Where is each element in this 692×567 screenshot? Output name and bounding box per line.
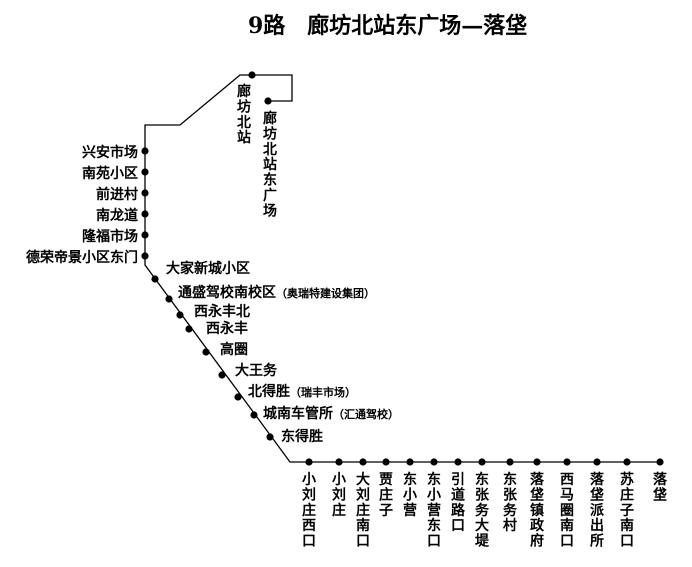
stop-marker-s19 xyxy=(335,458,343,466)
stop-marker-s12 xyxy=(185,325,193,333)
stop-note: （瑞丰市场） xyxy=(290,385,356,399)
stop-note: （奥瑞特建设集团） xyxy=(276,286,375,300)
stop-label-s20: 大刘庄南口 xyxy=(356,471,370,550)
stop-label-s28: 西马圈南口 xyxy=(560,472,574,550)
stop-label-s17: 东得胜 xyxy=(281,428,323,445)
stop-name: 大王务 xyxy=(235,362,278,379)
stop-note: （汇通驾校） xyxy=(333,407,399,421)
stop-marker-s14 xyxy=(218,371,226,379)
stop-label-s16: 城南车管所（汇通驾校） xyxy=(263,405,399,422)
stop-label-s8: 德荣帝景小区东门 xyxy=(26,249,138,266)
stop-label-s15: 北得胜（瑞丰市场） xyxy=(248,383,356,400)
stop-marker-s18 xyxy=(305,458,313,466)
stop-name: 大家新城小区 xyxy=(166,260,250,277)
stop-label-s23: 东小营东口 xyxy=(427,471,441,550)
stop-name: 南龙道 xyxy=(96,207,138,224)
stop-marker-s3 xyxy=(141,147,149,155)
stop-label-s19: 小刘庄 xyxy=(332,472,346,519)
labels-layer: 廊坊北站东广场廊坊北站兴安市场南苑小区前进村南龙道隆福市场德荣帝景小区东门大家新… xyxy=(26,83,668,550)
stop-label-s6: 南龙道 xyxy=(96,207,138,224)
stop-label-s11: 西永丰北 xyxy=(194,303,250,320)
stop-label-s26: 东张务村 xyxy=(503,471,518,534)
stop-name: 隆福市场 xyxy=(82,228,138,245)
stop-marker-s17 xyxy=(266,433,274,441)
stop-marker-s15 xyxy=(234,393,242,401)
stop-marker-s16 xyxy=(250,411,258,419)
stop-name: 高圈 xyxy=(220,341,248,358)
stop-name: 兴安市场 xyxy=(82,144,138,161)
stop-marker-s4 xyxy=(141,168,149,176)
stop-marker-s21 xyxy=(382,458,390,466)
stop-marker-s2 xyxy=(248,71,256,79)
stop-marker-s30 xyxy=(623,458,631,466)
stop-name: 东得胜 xyxy=(281,428,323,445)
route-title: 9路 廊坊北站东广场—落垡 xyxy=(248,13,527,39)
stops-layer xyxy=(141,71,664,466)
stop-marker-s27 xyxy=(533,458,541,466)
stop-label-s29: 落垡派出所 xyxy=(590,471,605,550)
stop-label-s9: 大家新城小区 xyxy=(166,260,250,277)
stop-name: 西永丰北 xyxy=(194,303,250,320)
stop-marker-s29 xyxy=(593,458,601,466)
stop-label-s7: 隆福市场 xyxy=(82,228,138,245)
stop-label-s4: 南苑小区 xyxy=(82,165,138,182)
stop-marker-s8 xyxy=(141,252,149,260)
route-line xyxy=(144,74,660,463)
stop-label-s24: 引道路口 xyxy=(451,472,466,534)
stop-name: 西永丰 xyxy=(206,320,248,337)
stop-marker-s11 xyxy=(176,311,184,319)
stop-label-s2: 廊坊北站 xyxy=(237,83,251,146)
stop-marker-s20 xyxy=(359,458,367,466)
stop-label-s13: 高圈 xyxy=(220,341,248,358)
stop-label-s3: 兴安市场 xyxy=(82,144,138,161)
stop-label-s22: 东小营 xyxy=(403,471,417,519)
stop-label-s25: 东张务大堤 xyxy=(475,471,490,550)
stop-marker-s10 xyxy=(165,295,173,303)
stop-marker-s28 xyxy=(563,458,571,466)
stop-name: 前进村 xyxy=(96,186,138,203)
stop-marker-s5 xyxy=(141,189,149,197)
stop-marker-s7 xyxy=(141,231,149,239)
stop-label-s31: 落垡 xyxy=(653,471,668,503)
stop-name: 德荣帝景小区东门 xyxy=(26,249,138,266)
stop-name: 南苑小区 xyxy=(82,165,138,182)
stop-marker-s24 xyxy=(454,458,462,466)
stop-marker-s26 xyxy=(506,458,514,466)
stop-name: 通盛驾校南校区 xyxy=(178,284,276,301)
stop-name: 城南车管所 xyxy=(263,405,333,422)
stop-label-s10: 通盛驾校南校区（奥瑞特建设集团） xyxy=(178,284,375,301)
stop-label-s27: 落垡镇政府 xyxy=(530,471,545,550)
stop-marker-s9 xyxy=(151,275,159,283)
stop-label-s1: 廊坊北站东广场 xyxy=(263,110,277,219)
stop-label-s12: 西永丰 xyxy=(206,320,248,337)
stop-marker-s1 xyxy=(264,97,272,105)
stop-marker-s6 xyxy=(141,210,149,218)
stop-label-s18: 小刘庄西口 xyxy=(302,472,316,550)
stop-label-s30: 苏庄子南口 xyxy=(620,471,634,550)
stop-marker-s23 xyxy=(430,458,438,466)
stop-marker-s13 xyxy=(202,348,210,356)
stop-marker-s25 xyxy=(478,458,486,466)
stop-label-s14: 大王务 xyxy=(235,362,278,379)
stop-marker-s22 xyxy=(406,458,414,466)
stop-label-s21: 贾庄子 xyxy=(379,472,393,519)
stop-label-s5: 前进村 xyxy=(96,186,138,203)
stop-marker-s31 xyxy=(656,458,664,466)
stop-name: 北得胜 xyxy=(248,383,290,400)
